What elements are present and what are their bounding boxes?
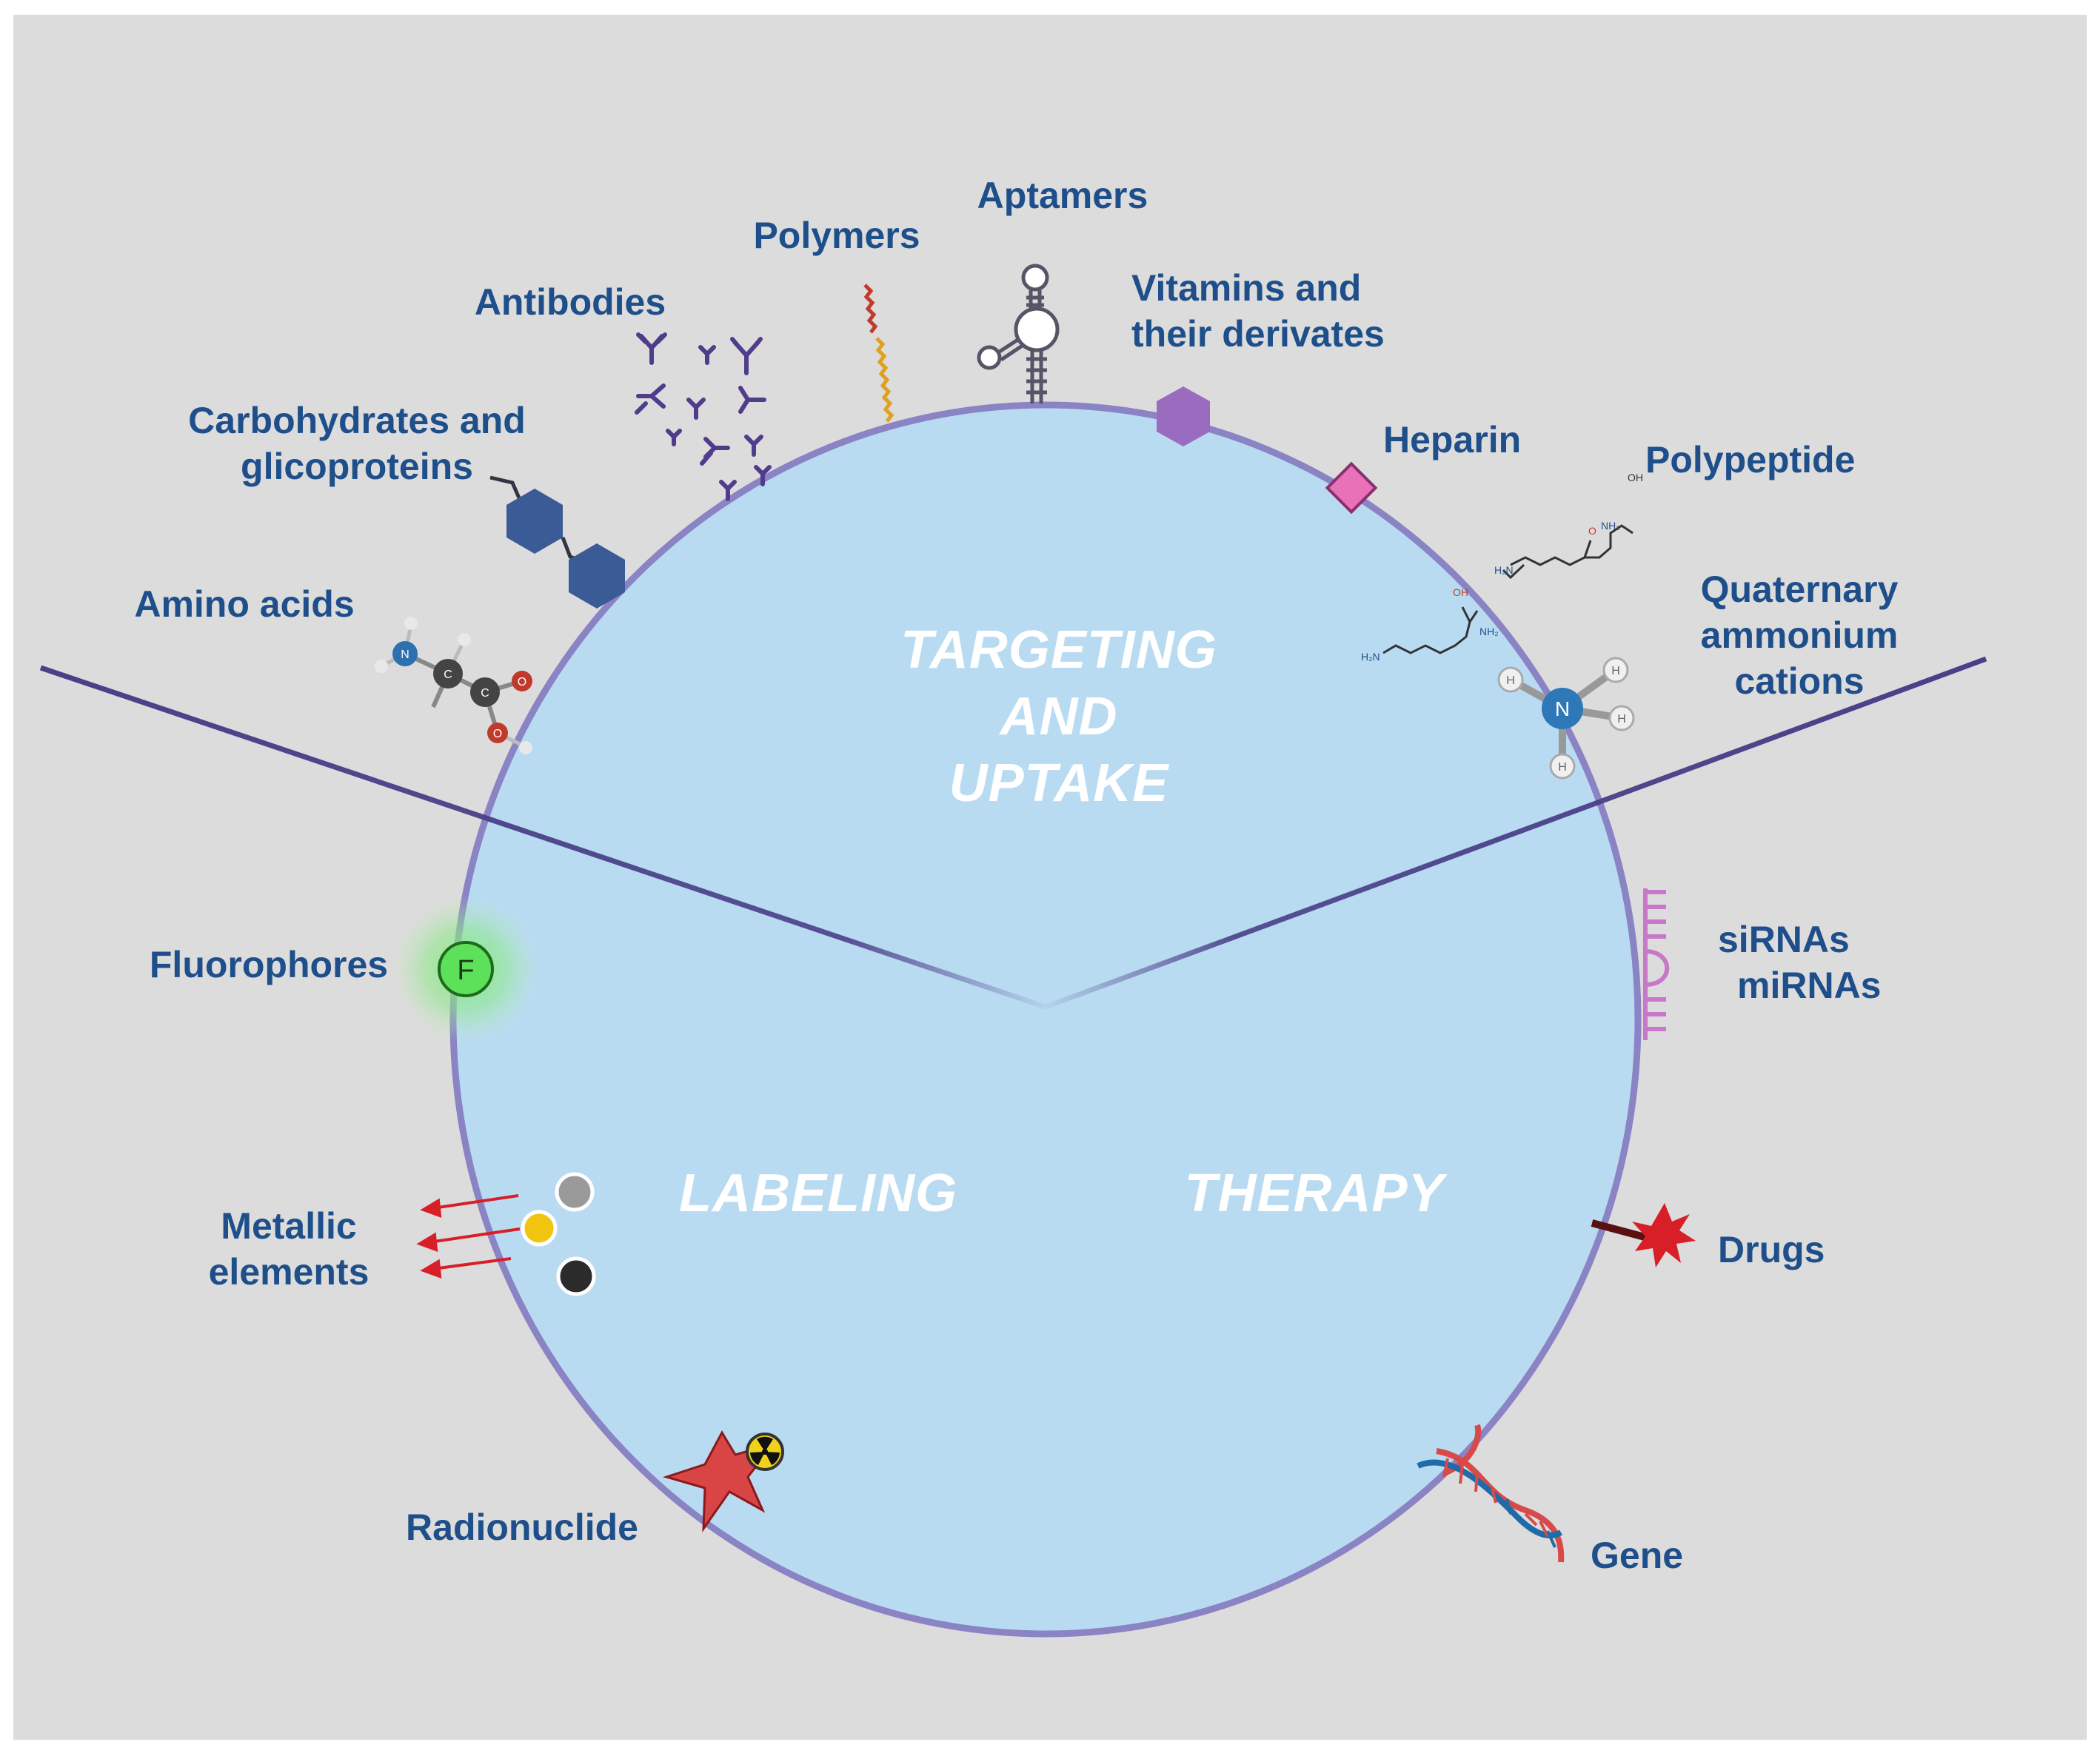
ammonium-molecule-icon <box>1497 657 1635 780</box>
amino-n-glyph: N <box>401 649 409 661</box>
svg-text:H₂N: H₂N <box>1361 651 1380 663</box>
label-vitamins-line-1: Vitamins and <box>1131 267 1362 309</box>
label-polypeptide: Polypeptide <box>1645 439 1856 480</box>
aptamer-icon <box>977 264 1060 403</box>
label-heparin: Heparin <box>1383 419 1522 460</box>
label-quaternary-line-1: Quaternary <box>1700 569 1899 610</box>
label-drugs: Drugs <box>1718 1229 1825 1270</box>
svg-text:NH₂: NH₂ <box>1601 520 1620 532</box>
heparin-diamond-icon <box>1325 461 1378 515</box>
vitamin-hexagon-icon <box>1157 386 1210 446</box>
label-sirnas-line-1: siRNAs <box>1718 919 1850 960</box>
fluorophore-icon <box>392 895 540 1043</box>
antibody-icon <box>635 332 772 501</box>
label-metallic-line-2: elements <box>208 1251 369 1293</box>
label-metallic-line-1: Metallic <box>221 1205 357 1247</box>
label-polymers: Polymers <box>753 215 920 256</box>
sector-targeting-title: TARGETING AND UPTAKE <box>870 617 1248 817</box>
ammonium-h-glyph-3: H <box>1617 713 1626 726</box>
divider-right <box>1044 656 1987 1010</box>
label-sirnas: siRNAs miRNAs <box>1696 917 1918 1008</box>
label-antibodies: Antibodies <box>474 281 666 323</box>
metal-spheres-icon <box>416 1172 596 1296</box>
label-metallic: Metallic elements <box>178 1203 400 1295</box>
amino-o-glyph-2: O <box>493 728 502 740</box>
amino-o-glyph: O <box>518 676 526 688</box>
label-vitamins: Vitamins and their derivates <box>1131 265 1442 357</box>
fluorophore-letter: F <box>457 955 474 986</box>
sector-targeting-line-1: TARGETING <box>900 620 1217 680</box>
ammonium-h-glyph-4: H <box>1558 761 1567 774</box>
dna-helix-icon <box>1417 1424 1565 1563</box>
label-fluorophores: Fluorophores <box>149 944 389 985</box>
amino-acid-molecule-icon <box>375 617 532 754</box>
sector-targeting-line-3: UPTAKE <box>949 754 1169 813</box>
ammonium-n-glyph: N <box>1555 697 1570 720</box>
polymer-icon <box>863 284 894 423</box>
sector-targeting-line-2: AND <box>1000 687 1118 746</box>
label-vitamins-line-2: their derivates <box>1131 313 1385 355</box>
ammonium-h-glyph-1: H <box>1506 674 1515 687</box>
label-carbohydrates: Carbohydrates and glicoproteins <box>164 398 549 489</box>
svg-text:O: O <box>1588 525 1596 537</box>
label-quaternary-line-3: cations <box>1734 660 1865 702</box>
ammonium-h-glyph-2: H <box>1611 665 1620 677</box>
divider-left <box>39 665 1047 1010</box>
svg-text:OH: OH <box>1628 472 1643 483</box>
label-quaternary: Quaternary ammonium cations <box>1673 566 1925 704</box>
amino-c-glyph-2: C <box>481 687 489 700</box>
svg-text:OH: OH <box>1453 586 1468 598</box>
radiation-icon <box>746 1433 784 1471</box>
carbohydrate-hexagon-icon <box>489 475 625 609</box>
sirna-icon <box>1643 888 1670 1040</box>
polypeptide-molecule-icon <box>1382 524 1633 654</box>
drug-icon <box>1591 1203 1696 1267</box>
label-sirnas-line-2: miRNAs <box>1737 965 1882 1006</box>
label-quaternary-line-2: ammonium <box>1700 614 1899 656</box>
label-carbohydrates-line-2: glicoproteins <box>241 446 473 487</box>
label-amino-acids: Amino acids <box>134 583 355 625</box>
label-carbohydrates-line-1: Carbohydrates and <box>188 400 526 441</box>
sector-therapy-title: THERAPY <box>1184 1164 1445 1223</box>
label-aptamers: Aptamers <box>977 175 1148 216</box>
svg-text:NH₂: NH₂ <box>1479 626 1499 637</box>
svg-text:H₂N: H₂N <box>1494 564 1514 576</box>
label-gene: Gene <box>1591 1535 1684 1576</box>
label-radionuclide: Radionuclide <box>406 1507 638 1548</box>
amino-c-glyph: C <box>444 669 452 681</box>
sector-labeling-title: LABELING <box>679 1164 957 1223</box>
